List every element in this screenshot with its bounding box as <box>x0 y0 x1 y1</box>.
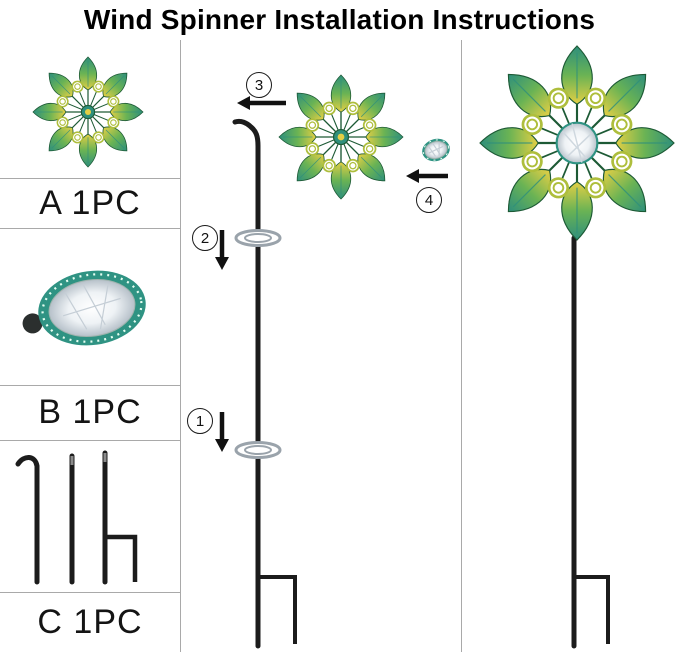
ground-stakes-icon <box>15 450 138 585</box>
assembled-spinner-image <box>479 45 675 649</box>
divider-part-a-bottom <box>0 228 181 229</box>
slide-ring-icon <box>234 441 282 459</box>
part-b-label: B 1PC <box>38 393 142 431</box>
arrow-icon <box>237 96 286 110</box>
arrow-icon <box>215 230 229 270</box>
divider-part-a-top <box>0 178 181 179</box>
wind-spinner-head-icon <box>278 74 404 200</box>
step-3-badge: 3 <box>246 72 272 98</box>
part-c-stakes-image <box>15 450 138 585</box>
divider-left-column <box>180 40 181 652</box>
part-a-label: A 1PC <box>39 183 141 222</box>
part-c-label: C 1PC <box>37 602 143 641</box>
assembly-diagram-graphics <box>215 74 450 649</box>
assembly-diagram <box>215 74 450 649</box>
part-a-spinner-image <box>32 56 144 168</box>
arrow-icon <box>215 412 229 452</box>
assembled-spinner-graphics <box>479 45 675 649</box>
arrow-icon <box>406 169 448 183</box>
bent-rod <box>15 455 40 585</box>
crystal-gem-icon <box>22 270 146 346</box>
divider-part-c-bottom <box>0 592 181 593</box>
page-title: Wind Spinner Installation Instructions <box>83 4 596 35</box>
wind-spinner-head-icon <box>479 45 675 241</box>
pole <box>232 118 261 649</box>
slide-ring-icon <box>234 229 282 247</box>
ground-fork <box>574 575 610 644</box>
step-4-badge: 4 <box>416 187 442 213</box>
divider-part-b-bottom <box>0 440 181 441</box>
step-1-badge: 1 <box>187 408 213 434</box>
crystal-gem-icon <box>422 138 450 162</box>
part-b-gem-image <box>22 270 146 346</box>
ground-fork <box>258 575 297 644</box>
wind-spinner-head-icon <box>32 56 144 168</box>
step-2-badge: 2 <box>192 225 218 251</box>
divider-middle-right <box>461 40 462 652</box>
divider-part-b-top <box>0 385 181 386</box>
ground-fork <box>105 534 138 582</box>
